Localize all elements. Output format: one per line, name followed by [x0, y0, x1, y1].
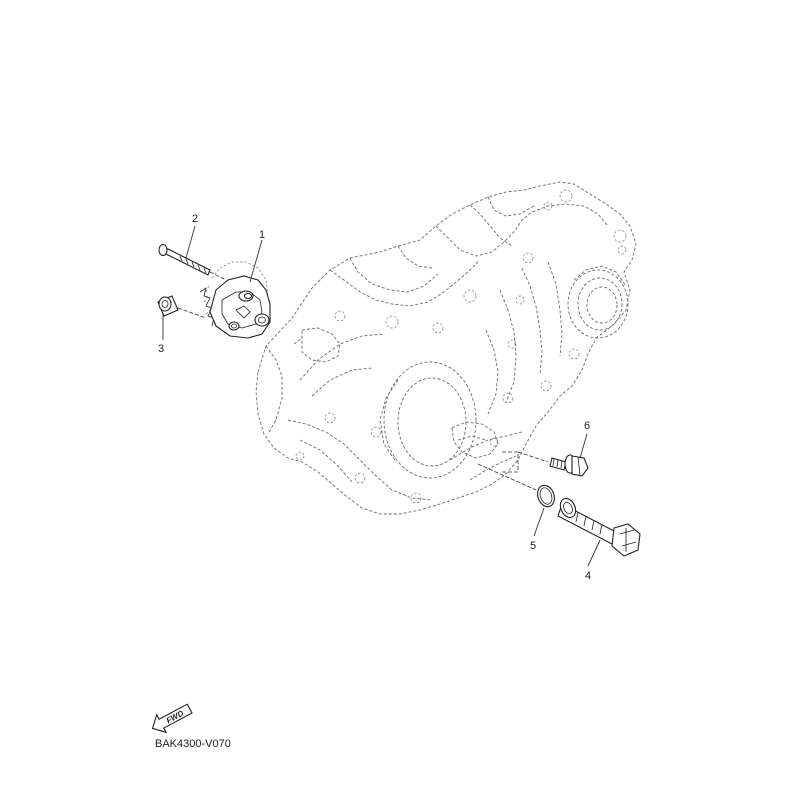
- o-ring-part-5: [477, 463, 555, 508]
- callout-numbers: 1 2 3 4 5 6: [158, 213, 591, 582]
- drawing-code: BAK4300-V070: [155, 738, 231, 750]
- callout-6: 6: [584, 420, 590, 432]
- strainer-part-4: [557, 497, 641, 557]
- callout-4: 4: [585, 570, 591, 582]
- leader-lines: [162, 225, 601, 567]
- crankcase-outline: [255, 181, 637, 515]
- bolt-part-2: [158, 243, 227, 281]
- callout-3: 3: [158, 343, 164, 355]
- collar-part-3: [157, 295, 207, 319]
- oil-pump-assembly: [199, 261, 271, 339]
- callout-1: 1: [259, 229, 265, 241]
- fwd-arrow-icon: FWD: [151, 703, 193, 734]
- bolt-part-6: [500, 451, 589, 477]
- callout-2: 2: [192, 213, 198, 225]
- callout-5: 5: [530, 540, 536, 552]
